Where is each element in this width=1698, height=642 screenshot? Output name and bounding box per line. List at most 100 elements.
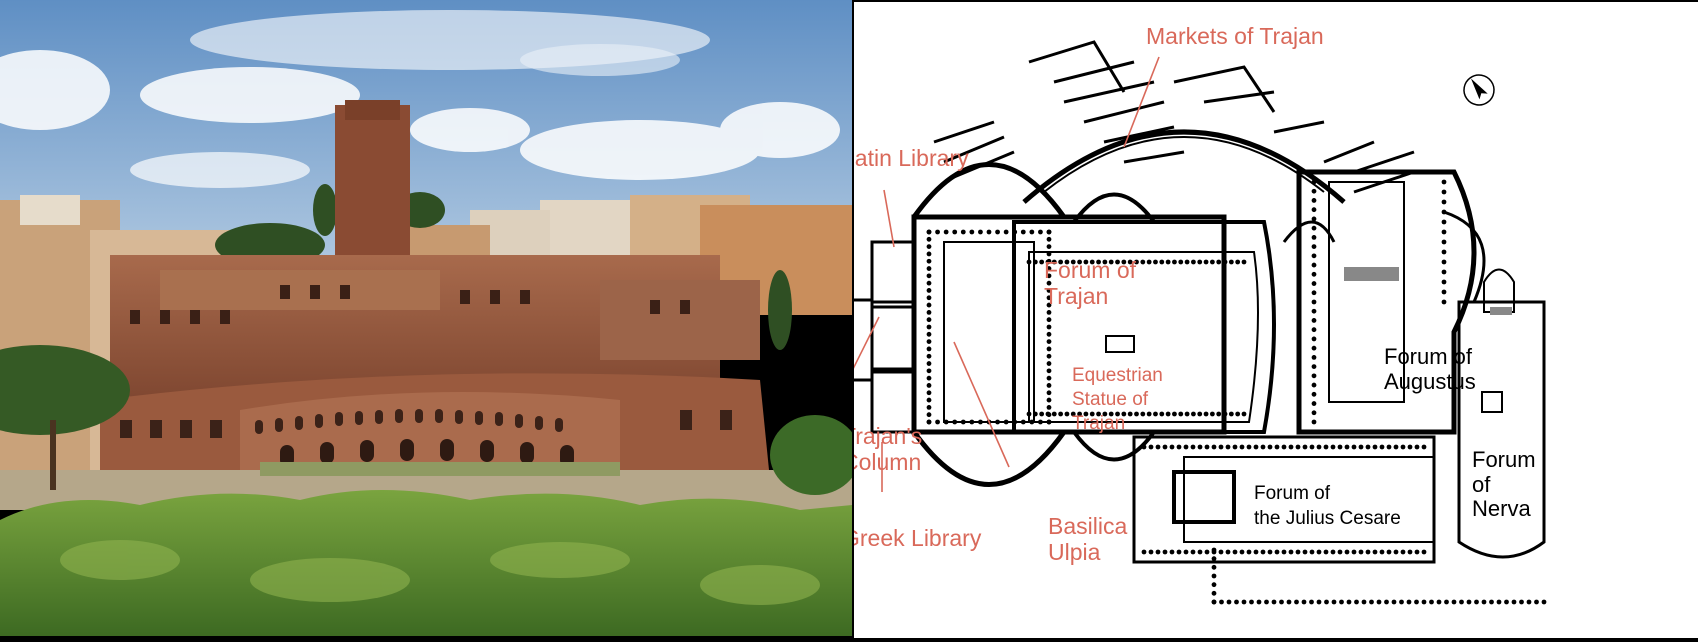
column-dot xyxy=(926,383,932,388)
column-dot xyxy=(1474,599,1479,605)
column-dot xyxy=(1070,411,1076,417)
column-dot xyxy=(969,419,975,425)
column-dot xyxy=(1441,259,1447,265)
column-dot xyxy=(1225,549,1231,555)
column-dot xyxy=(1264,599,1269,605)
column-dot xyxy=(1155,444,1161,450)
pine-left xyxy=(0,345,130,435)
column-dot xyxy=(1083,411,1089,417)
column-dot xyxy=(1302,444,1308,450)
column-dot xyxy=(1003,419,1009,425)
column-dot xyxy=(1414,599,1419,605)
column-dot xyxy=(1246,549,1252,555)
column-dot xyxy=(1127,259,1133,265)
column-dot xyxy=(1046,419,1052,425)
column-dot xyxy=(1489,599,1494,605)
label-forum-of-trajan: Forum of Trajan xyxy=(1044,257,1137,309)
column-dot xyxy=(1146,411,1152,417)
column-dot xyxy=(978,419,983,425)
column-dot xyxy=(926,331,932,337)
column-dot xyxy=(1046,236,1052,242)
column-dot xyxy=(1190,549,1196,555)
column-dot xyxy=(926,266,932,271)
column-dot xyxy=(995,419,1000,425)
column-dot xyxy=(1012,419,1018,425)
column-dot xyxy=(1235,259,1241,265)
column-dot xyxy=(1281,549,1287,555)
column-dot xyxy=(1176,549,1182,555)
label-forum-of-nerva: Forum of Nerva xyxy=(1472,447,1536,522)
column-dot xyxy=(1141,549,1147,555)
column-dot xyxy=(1134,259,1139,265)
column-dot xyxy=(1311,281,1317,286)
column-dot xyxy=(1184,259,1190,265)
column-dot xyxy=(1279,599,1284,605)
column-dot xyxy=(1039,411,1045,417)
column-dot xyxy=(1020,419,1026,425)
column-dot xyxy=(1346,599,1352,605)
column-dot xyxy=(1241,259,1247,265)
column-dot xyxy=(1295,549,1301,555)
column-dot xyxy=(1330,444,1336,450)
column-dot xyxy=(926,302,932,308)
column-dot xyxy=(1219,599,1224,605)
column-dot xyxy=(1051,259,1057,265)
column-dot xyxy=(1191,411,1196,417)
column-dot xyxy=(1162,444,1168,450)
column-dot xyxy=(1228,259,1234,265)
column-dot xyxy=(1197,259,1203,265)
label-equestrian-statue: Equestrian Statue of Trajan xyxy=(1072,365,1163,434)
leader-lines xyxy=(854,56,1160,492)
column-dot xyxy=(1441,249,1447,255)
column-dot xyxy=(926,244,932,250)
column-dot xyxy=(1159,411,1165,417)
column-dot xyxy=(1441,269,1447,275)
column-dot xyxy=(1176,444,1182,450)
column-dot xyxy=(926,412,932,418)
column-dot xyxy=(1311,244,1317,250)
column-dot xyxy=(1311,308,1317,314)
column-dot xyxy=(1197,444,1203,450)
column-dot xyxy=(1393,444,1399,450)
column-dot xyxy=(1046,302,1052,308)
column-dot xyxy=(1211,599,1217,605)
column-dot xyxy=(1369,599,1374,605)
column-dot xyxy=(1190,444,1196,450)
column-dot xyxy=(1155,549,1161,555)
column-dot xyxy=(1330,549,1336,555)
column-dot xyxy=(1203,411,1209,417)
basilica-apse-south xyxy=(911,430,1067,487)
column-dot xyxy=(1316,549,1322,555)
column-dot xyxy=(1436,599,1442,605)
column-dot xyxy=(1311,271,1317,277)
label-forum-of-julius: Forum of the Julius Cesare xyxy=(1254,483,1401,529)
column-dot xyxy=(1311,207,1317,213)
column-dot xyxy=(1260,444,1266,450)
column-dot xyxy=(1441,189,1447,195)
column-dot xyxy=(1209,411,1215,417)
column-dot xyxy=(1393,549,1399,555)
column-dot xyxy=(926,368,932,374)
column-dot xyxy=(1211,556,1217,562)
column-dot xyxy=(1534,599,1539,605)
column-dot xyxy=(1311,373,1317,379)
column-dot xyxy=(1331,599,1337,605)
column-dot xyxy=(1232,444,1238,450)
column-dot xyxy=(1029,229,1035,235)
column-dot xyxy=(926,390,932,396)
column-dot xyxy=(1046,244,1052,250)
column-dot xyxy=(926,353,932,359)
column-dot xyxy=(1441,229,1447,235)
column-dot xyxy=(1162,549,1168,555)
column-dot xyxy=(1032,259,1038,265)
basilica-apse-north xyxy=(911,162,1067,219)
column-dot xyxy=(926,339,932,345)
column-dot xyxy=(926,295,932,301)
label-forum-of-augustus: Forum of Augustus xyxy=(1384,344,1476,394)
column-dot xyxy=(1309,444,1315,450)
column-dot xyxy=(1311,410,1317,416)
column-dot xyxy=(1421,599,1427,605)
column-dot xyxy=(1241,411,1247,417)
column-dot xyxy=(943,419,949,425)
column-dot xyxy=(1441,209,1447,215)
